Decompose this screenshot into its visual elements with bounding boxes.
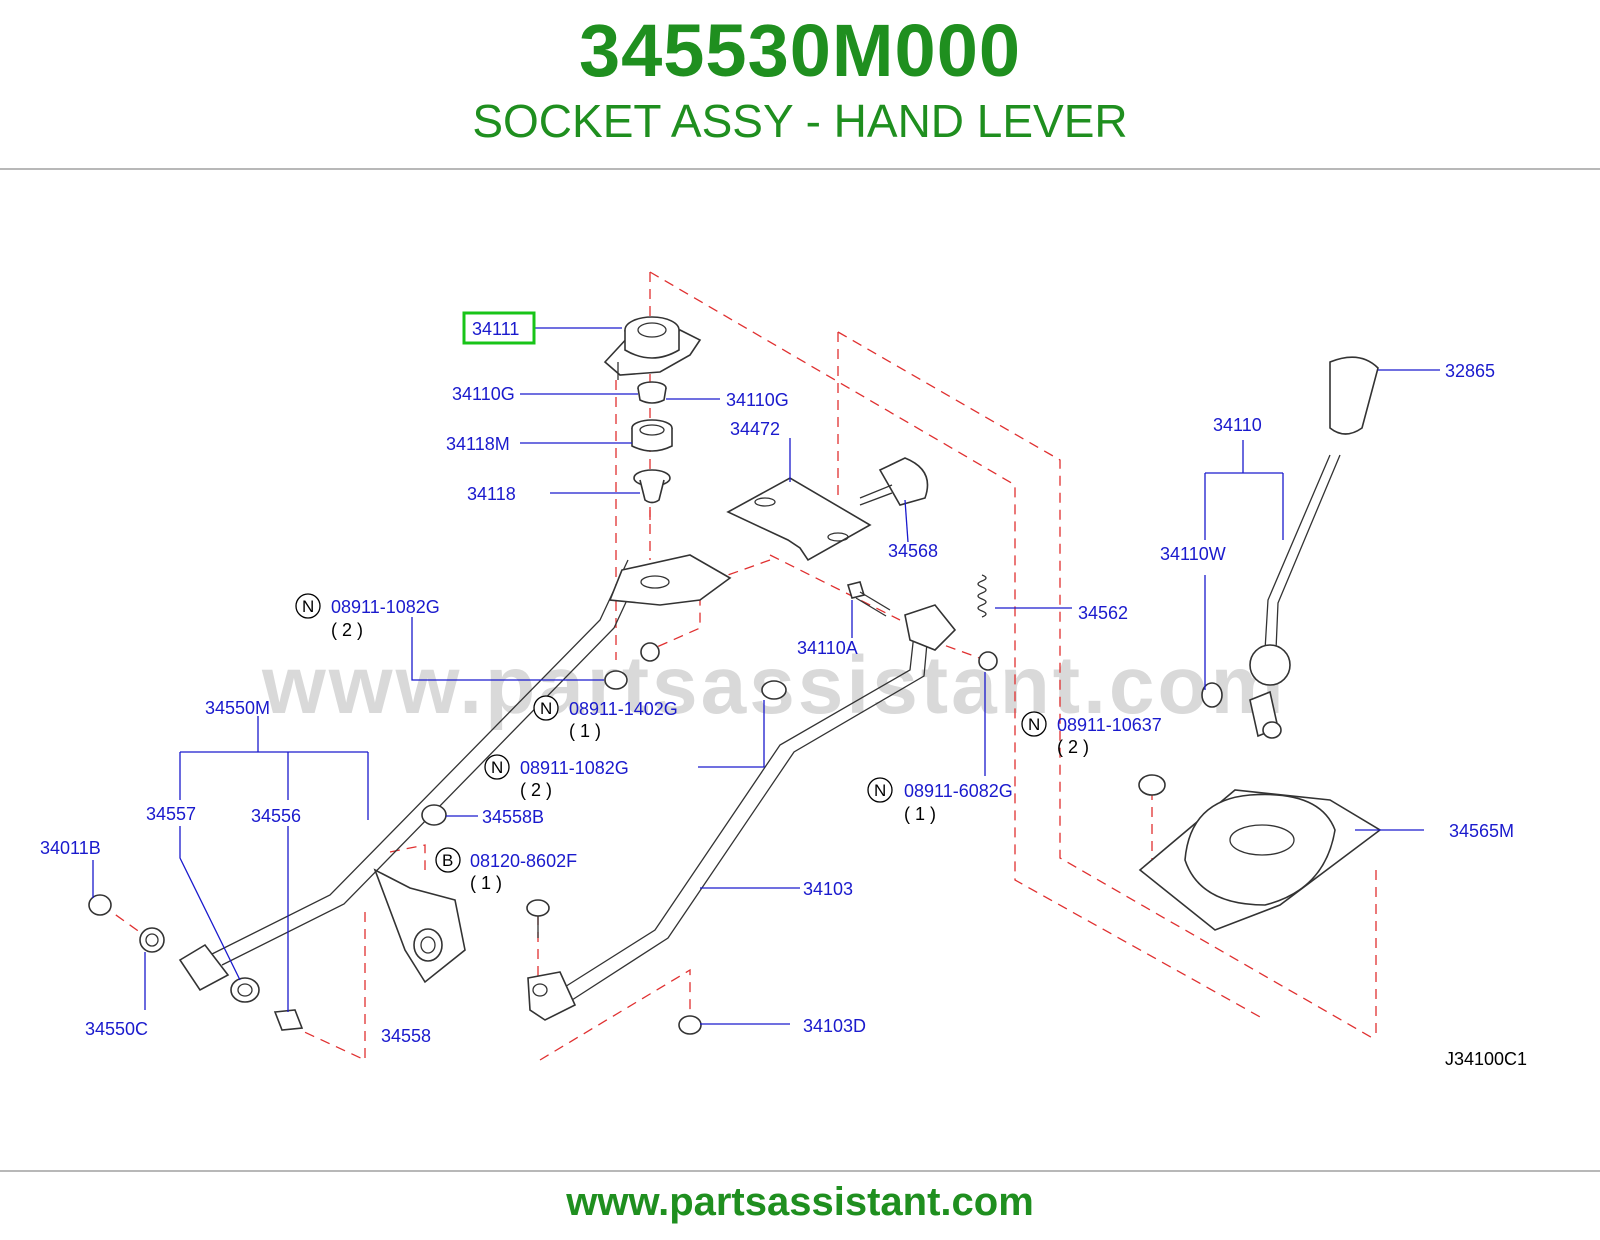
callout-number[interactable]: 08911-1402G [569, 699, 678, 719]
label-34568[interactable]: 34568 [888, 541, 938, 561]
part-drawings [88, 316, 1382, 1035]
label-34556[interactable]: 34556 [251, 806, 301, 826]
label-34110G-left[interactable]: 34110G [452, 384, 515, 404]
callout-c2: N 08911-1402G ( 1 ) [533, 695, 678, 741]
callout-qty: ( 2 ) [331, 620, 363, 640]
callout-letter: N [874, 781, 886, 800]
label-34103[interactable]: 34103 [803, 879, 853, 899]
footer-url-link[interactable]: www.partsassistant.com [566, 1180, 1034, 1224]
callout-letter: N [540, 699, 552, 718]
label-34557[interactable]: 34557 [146, 804, 196, 824]
label-34562[interactable]: 34562 [1078, 603, 1128, 623]
selected-part-highlight [462, 311, 536, 345]
callout-c3: N 08911-1082G ( 2 ) [484, 754, 629, 800]
label-34550M[interactable]: 34550M [205, 698, 270, 718]
callout-number[interactable]: 08911-6082G [904, 781, 1013, 801]
callout-letter: N [302, 597, 314, 616]
leader-lines [92, 327, 1440, 1025]
callout-number[interactable]: 08911-1082G [520, 758, 629, 778]
callout-qty: ( 1 ) [569, 721, 601, 741]
label-34111[interactable]: 34111 [472, 319, 519, 339]
label-34110A[interactable]: 34110A [797, 638, 858, 658]
callout-qty: ( 1 ) [470, 873, 502, 893]
label-34558[interactable]: 34558 [381, 1026, 431, 1046]
callout-number[interactable]: 08120-8602F [470, 851, 577, 871]
label-34110G-right[interactable]: 34110G [726, 390, 789, 410]
label-34558B[interactable]: 34558B [482, 807, 544, 827]
label-34103D[interactable]: 34103D [803, 1016, 866, 1036]
part-labels: 34111 34110G 34110G 34118M 34118 34472 3… [40, 319, 1514, 1046]
label-34011B[interactable]: 34011B [40, 838, 101, 858]
diagram-code: J34100C1 [1445, 1049, 1527, 1069]
callout-qty: ( 2 ) [520, 780, 552, 800]
callout-letter: N [491, 758, 503, 777]
callout-letter: B [442, 851, 453, 870]
part-name-subtitle: SOCKET ASSY - HAND LEVER [472, 95, 1128, 147]
label-34110W[interactable]: 34110W [1160, 544, 1226, 564]
callout-qty: ( 1 ) [904, 804, 936, 824]
label-34550C[interactable]: 34550C [85, 1019, 148, 1039]
callout-c1: N 08911-1082G ( 2 ) [295, 593, 440, 640]
callout-qty: ( 2 ) [1057, 737, 1089, 757]
footer-divider [0, 1170, 1600, 1172]
callout-c6: B 08120-8602F ( 1 ) [435, 847, 577, 893]
header-divider [0, 168, 1600, 170]
label-34110[interactable]: 34110 [1213, 415, 1262, 435]
callout-c4: N 08911-10637 ( 2 ) [1021, 711, 1162, 757]
part-number-title: 345530M000 [578, 9, 1022, 92]
callout-c5: N 08911-6082G ( 1 ) [867, 777, 1013, 824]
label-34472[interactable]: 34472 [730, 419, 780, 439]
callout-number[interactable]: 08911-1082G [331, 597, 440, 617]
label-34118[interactable]: 34118 [467, 484, 516, 504]
label-32865[interactable]: 32865 [1445, 361, 1495, 381]
callout-number[interactable]: 08911-10637 [1057, 715, 1162, 735]
callout-letter: N [1028, 715, 1040, 734]
label-34565M[interactable]: 34565M [1449, 821, 1514, 841]
label-34118M[interactable]: 34118M [446, 434, 510, 454]
